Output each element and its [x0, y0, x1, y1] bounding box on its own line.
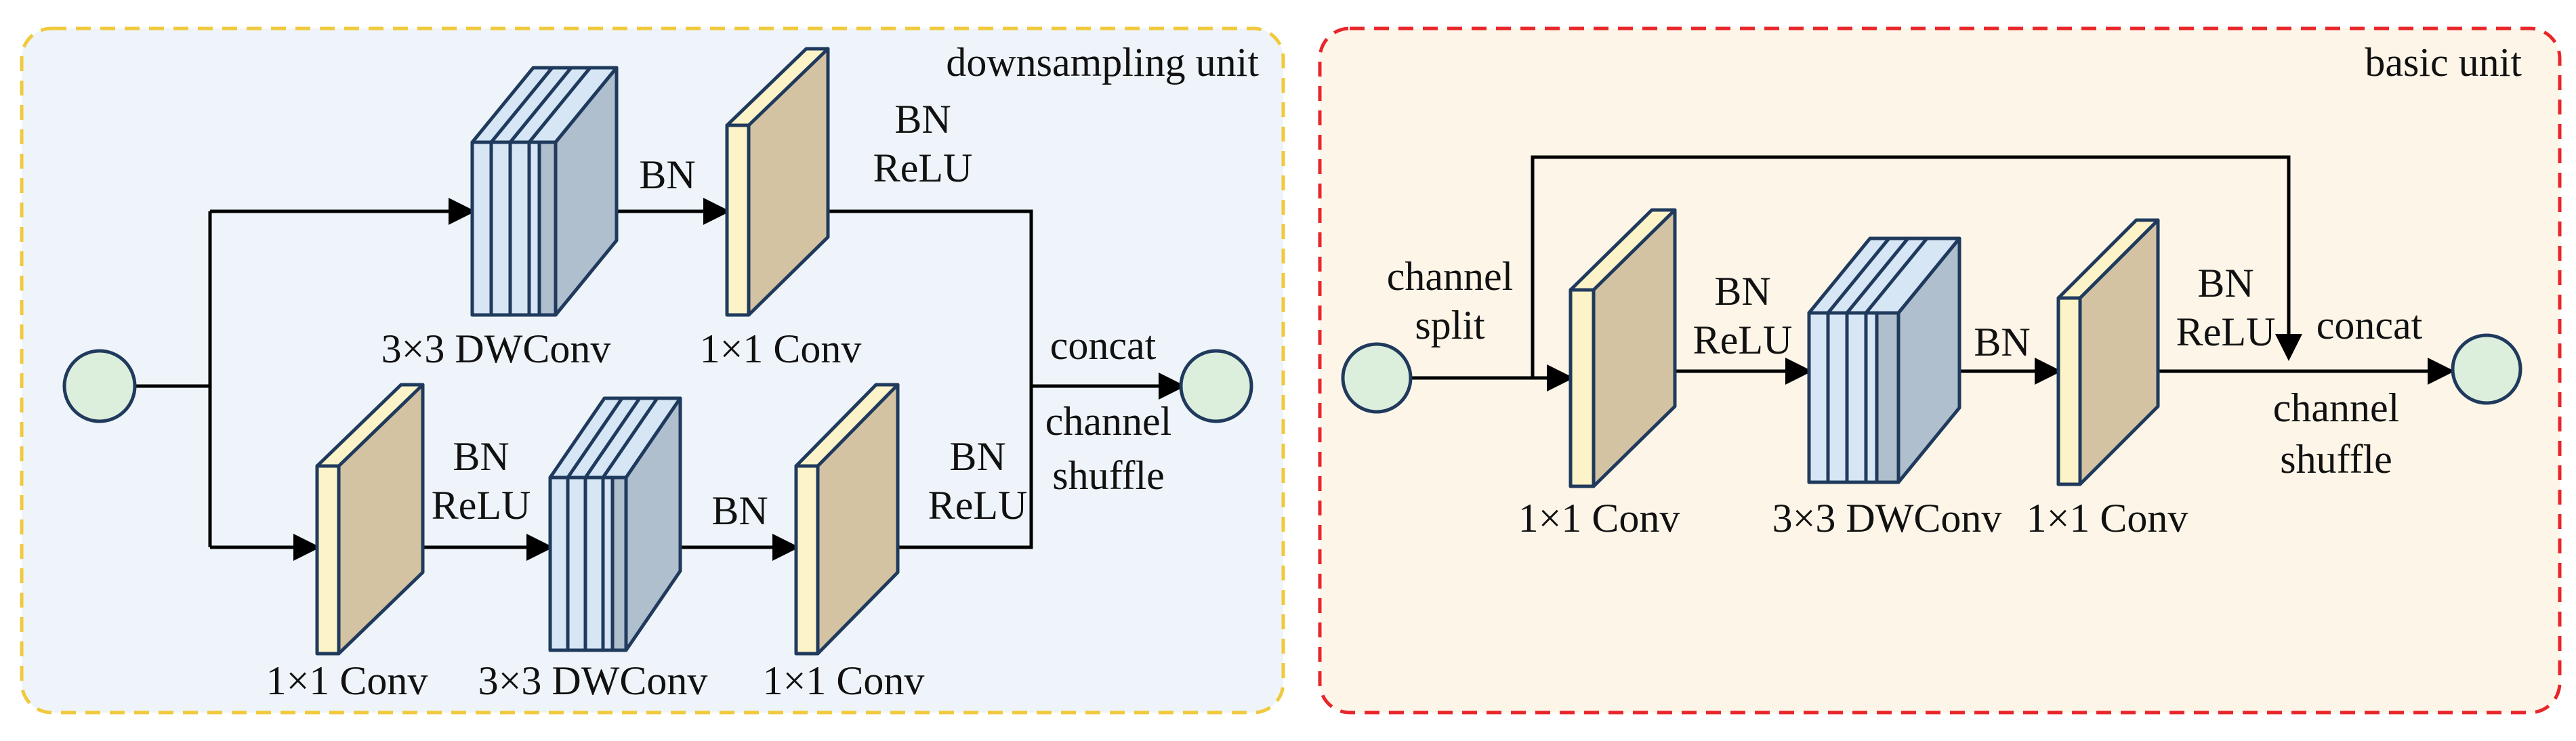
basic-input-node: [1341, 342, 1413, 414]
basic-dwconv-block: [1807, 236, 1961, 484]
bottom-conv2-label: 1×1 Conv: [763, 658, 925, 703]
basic-bn-relu-b-label-1: BN: [2197, 261, 2253, 305]
bottom-conv1x1-block-b: [794, 383, 900, 656]
top-conv1x1-block: [725, 47, 830, 317]
basic-split-label-2: split: [1415, 303, 1485, 347]
top-bn-label: BN: [639, 152, 695, 197]
top-bn-relu-label-1: BN: [894, 97, 951, 142]
basic-concat-label: concat: [2317, 303, 2423, 347]
bottom-bn-relu-a-label-1: BN: [453, 434, 509, 479]
basic-output-node: [2451, 333, 2522, 405]
basic-unit-title: basic unit: [2365, 40, 2522, 85]
bottom-conv1-label: 1×1 Conv: [266, 658, 428, 703]
basic-bn-label: BN: [1974, 320, 2030, 364]
bottom-bn-relu-b-label-2: ReLU: [928, 483, 1028, 528]
top-bn-relu-label-2: ReLU: [873, 146, 973, 190]
basic-bn-relu-a-label-2: ReLU: [1693, 318, 1793, 362]
downsampling-connections: [130, 198, 1186, 561]
downsampling-shuffle-label-2: shuffle: [1052, 453, 1165, 498]
basic-connections: [1411, 155, 2455, 391]
bottom-bn-relu-a-label-2: ReLU: [432, 483, 531, 528]
downsampling-unit-panel: downsampling unit: [20, 26, 1285, 715]
basic-conv2-label: 1×1 Conv: [2027, 496, 2188, 541]
basic-conv1x1-block-a: [1569, 208, 1677, 488]
top-dwconv-label: 3×3 DWConv: [381, 326, 611, 371]
downsampling-unit-title: downsampling unit: [946, 40, 1259, 85]
downsampling-concat-label: concat: [1050, 323, 1157, 368]
downsampling-output-node: [1179, 349, 1253, 423]
basic-shuffle-label-2: shuffle: [2280, 437, 2392, 482]
bottom-dwconv-label: 3×3 DWConv: [478, 658, 708, 703]
basic-unit-panel: basic unit: [1318, 26, 2562, 715]
basic-bn-relu-b-label-2: ReLU: [2176, 310, 2276, 354]
basic-conv1-label: 1×1 Conv: [1518, 496, 1680, 541]
basic-split-label-1: channel: [1387, 254, 1514, 299]
basic-shuffle-label-1: channel: [2273, 385, 2400, 430]
top-dwconv-block: [470, 66, 619, 317]
basic-dwconv-label: 3×3 DWConv: [1772, 496, 2002, 541]
bottom-bn-relu-b-label-1: BN: [949, 434, 1005, 479]
basic-bn-relu-a-label-1: BN: [1714, 269, 1770, 314]
bottom-dwconv-block: [548, 396, 682, 652]
downsampling-input-node: [62, 349, 137, 423]
basic-conv1x1-block-b: [2056, 218, 2160, 486]
bottom-bn-label: BN: [711, 488, 768, 533]
downsampling-shuffle-label-1: channel: [1045, 399, 1172, 444]
bottom-conv1x1-block-a: [315, 383, 425, 656]
top-conv-label: 1×1 Conv: [700, 326, 862, 371]
